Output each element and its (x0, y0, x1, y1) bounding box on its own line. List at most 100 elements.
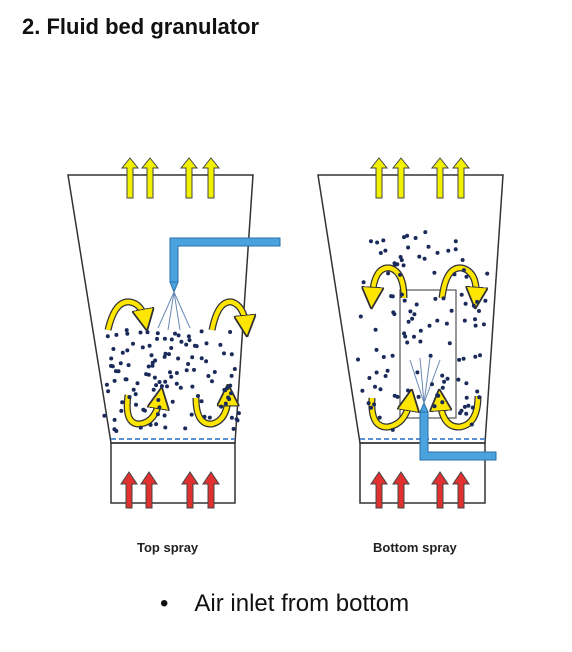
particle-dot (199, 329, 204, 334)
particle-dot (112, 417, 117, 422)
top-spray-air-chamber (110, 442, 236, 504)
particle-dot (475, 299, 480, 304)
curved-arrow-icon (192, 395, 228, 428)
particle-dot (125, 331, 130, 336)
particle-dot (410, 316, 415, 321)
particle-dot (229, 352, 234, 357)
particle-dot (447, 341, 452, 346)
particle-dot (218, 342, 223, 347)
particle-dot (386, 271, 391, 276)
particle-dot (453, 239, 458, 244)
particle-dot (234, 417, 239, 422)
particle-dot (138, 330, 143, 335)
curved-arrow-icon (438, 264, 476, 298)
particle-dot (374, 370, 379, 375)
particle-dot (140, 345, 145, 350)
yellow-up-arrow-icon (391, 157, 411, 199)
particle-dot (485, 271, 490, 276)
particle-dot (470, 405, 475, 410)
particle-dot (405, 340, 410, 345)
particle-dot (395, 394, 400, 399)
particle-dot (135, 381, 140, 386)
particle-dot (477, 395, 482, 400)
top-spray-particles (102, 328, 241, 433)
particle-dot (413, 236, 418, 240)
particle-dot (401, 263, 406, 268)
spray-nozzle-icon (409, 357, 497, 461)
particle-dot (133, 392, 138, 397)
particle-dot (391, 310, 396, 315)
particle-dot (231, 426, 236, 431)
particle-dot (106, 389, 111, 394)
bullet-marker: • (160, 590, 169, 617)
particle-dot (430, 382, 434, 387)
curved-arrow-icon (368, 398, 410, 431)
particle-dot (124, 328, 129, 333)
bullet-text: Air inlet from bottom (194, 590, 410, 617)
particle-dot (178, 385, 183, 390)
particle-dot (461, 356, 466, 361)
particle-dot (477, 309, 481, 313)
particle-dot (360, 388, 365, 393)
particle-dot (154, 422, 159, 427)
particle-dot (206, 374, 211, 378)
particle-dot (383, 248, 388, 253)
particle-dot (483, 298, 488, 303)
top-spray-granulator (67, 157, 281, 509)
particle-dot (162, 336, 167, 341)
red-up-arrow-icon (140, 471, 158, 509)
particle-dot (196, 394, 200, 398)
particle-dot (453, 247, 458, 252)
curved-arrow-icon (440, 396, 482, 431)
particle-dot (174, 371, 179, 375)
particle-dot (192, 343, 197, 348)
particle-dot (152, 375, 157, 380)
particle-dot (134, 402, 138, 407)
particle-dot (461, 268, 466, 273)
particle-dot (222, 387, 227, 392)
particle-dot (372, 402, 377, 407)
particle-dot (398, 272, 402, 277)
particle-dot (202, 414, 207, 419)
particle-dot (417, 254, 422, 259)
particle-dot (131, 341, 135, 346)
particle-dot (373, 384, 377, 389)
particle-dot (159, 384, 164, 389)
particle-dot (464, 395, 469, 400)
particle-dot (385, 368, 390, 373)
yellow-up-arrow-icon (451, 157, 471, 199)
particle-dot (464, 411, 469, 416)
particle-dot (123, 377, 128, 382)
particle-dot (374, 347, 379, 352)
particle-dot (229, 415, 234, 420)
particle-dot (176, 333, 181, 338)
red-up-arrow-icon (431, 471, 449, 509)
particle-dot (102, 413, 107, 418)
particle-dot (440, 373, 445, 378)
particle-dot (112, 378, 117, 383)
particle-dot (478, 353, 482, 358)
bottom-spray-caption: Bottom spray (373, 540, 457, 555)
particle-dot (199, 399, 204, 404)
particle-dot (222, 351, 226, 356)
particle-dot (406, 388, 410, 393)
particle-dot (358, 314, 363, 319)
top-spray-outlet-arrows (120, 157, 221, 199)
particle-dot (473, 354, 478, 359)
particle-dot (151, 387, 156, 392)
page-title: 2. Fluid bed granulator (22, 14, 260, 39)
particle-dot (229, 373, 234, 378)
curved-arrow-icon (372, 264, 408, 298)
particle-dot (176, 356, 181, 361)
particle-dot (163, 425, 168, 430)
particle-dot (174, 381, 179, 386)
particle-dot (398, 255, 403, 259)
particle-dot (186, 334, 191, 339)
particle-dot (157, 405, 162, 410)
particle-dot (169, 337, 174, 342)
red-up-arrow-icon (181, 471, 199, 509)
particle-dot (375, 240, 380, 245)
particle-dot (155, 412, 160, 417)
particle-dot (422, 256, 427, 261)
particle-dot (444, 321, 449, 326)
